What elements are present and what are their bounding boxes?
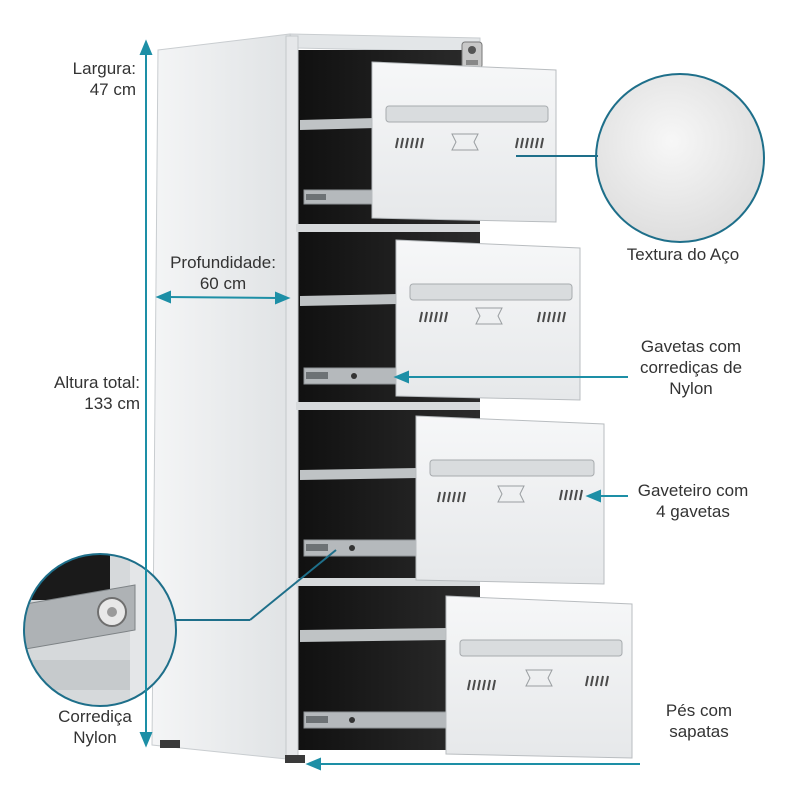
label-holder-icon (451, 133, 479, 151)
slide-detail-material: Nylon (73, 728, 117, 747)
cabinet-foot (285, 755, 305, 763)
drawers-slides-line1: Gavetas com (640, 337, 742, 356)
height-title: Altura total: (54, 373, 140, 392)
feet-line1: Pés com (665, 701, 733, 720)
drawer-1 (300, 61, 557, 223)
slide-detail-label: Corrediça Nylon (40, 706, 150, 748)
drawers-slides-label: Gavetas com corrediças de Nylon (626, 336, 756, 399)
drawer-count-line2: 4 gavetas (656, 502, 730, 521)
steel-texture-circle (595, 73, 765, 243)
vent-slot-icon (419, 311, 566, 323)
depth-title: Profundidade: (170, 253, 276, 272)
key-lock-icon (461, 41, 483, 69)
handle-recess-icon (459, 639, 623, 657)
cabinet-foot (160, 740, 180, 748)
drawer-4 (300, 595, 633, 759)
height-dimension-line (139, 39, 153, 748)
vent-slot-icon (467, 675, 609, 691)
width-title: Largura: (72, 59, 136, 78)
handle-recess-icon (385, 105, 549, 123)
slide-detail-circle (23, 553, 177, 707)
drawer-count-line1: Gaveteiro com (637, 481, 749, 500)
label-holder-icon (475, 307, 503, 325)
steel-texture-title: Textura do Aço (626, 245, 740, 264)
vent-slot-icon (395, 137, 544, 149)
label-holder-icon (525, 669, 553, 687)
drawer-3 (300, 415, 605, 585)
steel-texture-label: Textura do Aço (608, 244, 758, 265)
height-value: 133 cm (84, 394, 140, 413)
label-holder-icon (497, 485, 525, 503)
width-label: Largura: 47 cm (40, 58, 136, 100)
drawer-count-label: Gaveteiro com 4 gavetas (628, 480, 758, 522)
depth-label: Profundidade: 60 cm (152, 252, 294, 294)
depth-dimension-line (155, 290, 291, 305)
callout-lines (176, 155, 640, 771)
vent-slot-icon (437, 489, 583, 503)
feet-line2: sapatas (669, 722, 729, 741)
handle-recess-icon (409, 283, 573, 301)
drawer-2 (300, 239, 581, 401)
width-value: 47 cm (89, 80, 136, 99)
handle-recess-icon (429, 459, 595, 477)
slide-detail-title: Corrediça (58, 707, 132, 726)
drawers-slides-line3: Nylon (669, 379, 713, 398)
feet-label: Pés com sapatas (644, 700, 754, 742)
depth-value: 60 cm (199, 274, 247, 293)
drawers-slides-line2: corrediças de (639, 358, 743, 377)
height-label: Altura total: 133 cm (20, 372, 140, 414)
